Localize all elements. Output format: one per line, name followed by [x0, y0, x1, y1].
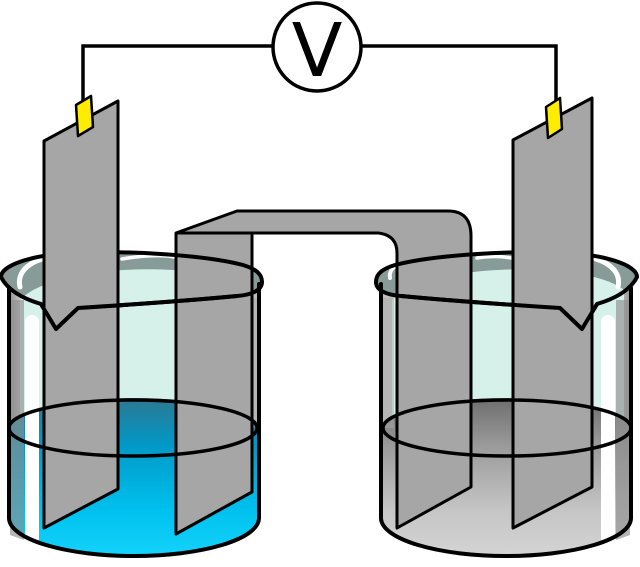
right-beaker-spout-edge: [399, 294, 599, 331]
left-rim-highlight-crescent: [16, 256, 45, 290]
right-electrode: [511, 96, 594, 530]
right-beaker-body-outline: [379, 282, 633, 558]
left-beaker-spout-edge: [39, 294, 239, 331]
left-glass-highlight-stripe: [25, 315, 39, 545]
left-electrode: [42, 99, 120, 530]
left-contact-clip: [74, 94, 95, 138]
right-wire: [362, 44, 558, 104]
right-inner-shade-band: [383, 298, 394, 428]
right-contact-clip: [544, 96, 564, 140]
right-glass-highlight-stripe: [601, 315, 615, 545]
voltmeter-label: V: [292, 8, 343, 94]
voltmeter-dial: [271, 1, 363, 93]
right-rim-highlight-crescent: [593, 256, 622, 290]
left-beaker-body-outline: [7, 282, 261, 558]
left-wire: [81, 44, 272, 102]
right-solution-surface-highlight: [475, 254, 513, 260]
